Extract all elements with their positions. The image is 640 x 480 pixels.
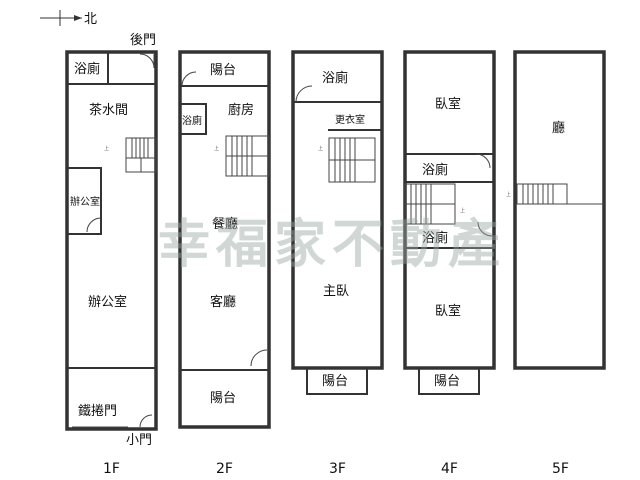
f1-floor-label: 1F — [103, 461, 120, 477]
f2-bath-wall — [179, 103, 207, 135]
f2-living-label: 客廳 — [210, 294, 236, 310]
f5-outer-wall — [513, 50, 606, 370]
watermark-logo: 幸福家不動產 — [158, 215, 506, 275]
f1-outer-wall — [65, 50, 158, 431]
f4-balcony-label: 陽台 — [434, 374, 460, 389]
svg-text:上: 上 — [214, 145, 219, 152]
f2-balcony-door — [181, 71, 197, 87]
f1-back-door-swing — [139, 53, 155, 69]
f3-balcony-wall — [306, 367, 368, 395]
svg-text:上: 上 — [460, 207, 465, 214]
f1-office-label: 辦公室 — [88, 294, 127, 310]
f2-floor-label: 2F — [216, 461, 233, 477]
f1-stairs: 上 — [104, 137, 157, 173]
f3-bath-door — [295, 85, 313, 103]
f3-outer-wall — [291, 50, 384, 370]
f1-small-office-wall — [66, 167, 102, 235]
f4-bath2-label: 浴廁 — [422, 230, 448, 246]
f1-small-office-door — [86, 217, 102, 233]
f5-floor-label: 5F — [552, 461, 569, 477]
svg-text:上: 上 — [318, 145, 323, 152]
f4-bedroom-top-label: 臥室 — [435, 96, 461, 112]
f3-floor-label: 3F — [329, 461, 346, 477]
f1-small-door-label: 小門 — [126, 433, 152, 448]
svg-text:上: 上 — [506, 191, 511, 198]
f2-front-door — [250, 349, 268, 367]
f3-bath-label: 浴廁 — [322, 70, 348, 86]
f4-bath2-door — [477, 221, 493, 237]
compass: 北 — [40, 10, 97, 27]
f1-bath-label: 浴廁 — [74, 61, 100, 77]
f2-kitchen-label: 廚房 — [228, 102, 254, 118]
f4-bath1-door — [475, 153, 491, 169]
f3-master-label: 主臥 — [323, 284, 349, 299]
f1-back-door-label: 後門 — [130, 33, 156, 48]
f2-balcony-bottom-label: 陽台 — [210, 391, 236, 406]
compass-arrow-icon — [74, 15, 82, 21]
f1-small-office-label: 辦公室 — [70, 195, 100, 208]
f2-stairs: 上 — [214, 135, 270, 177]
f2-dining-label: 餐廳 — [212, 216, 238, 232]
f2-balcony-top-label: 陽台 — [210, 63, 236, 78]
f4-balcony-wall — [418, 367, 480, 395]
floor-5f: 上 廳 5F — [506, 50, 606, 477]
floor-3f: 上 浴廁 更衣室 主臥 陽台 3F — [291, 50, 384, 477]
f3-stairs: 上 — [318, 137, 376, 183]
compass-label: 北 — [84, 12, 97, 27]
f2-outer-wall — [178, 50, 271, 429]
f3-closet-label: 更衣室 — [335, 113, 365, 126]
f4-bedroom-bottom-label: 臥室 — [435, 303, 461, 319]
f5-stairs: 上 — [506, 183, 568, 205]
f4-stairs: 上 — [404, 183, 465, 225]
f4-floor-label: 4F — [441, 461, 458, 477]
f4-bath1-label: 浴廁 — [422, 162, 448, 178]
f1-tea-room-label: 茶水間 — [89, 102, 128, 118]
svg-text:上: 上 — [104, 145, 109, 152]
floor-4f: 上 臥室 浴廁 浴廁 臥室 陽台 4F — [403, 50, 496, 477]
f1-rolling-door-label: 鐵捲門 — [78, 403, 117, 419]
f2-bath-label: 浴廁 — [182, 114, 202, 127]
floor-1f: 上 浴廁 後門 茶水間 辦公室 辦公室 鐵捲門 小門 1F — [65, 33, 158, 477]
floor-2f: 上 陽台 廚房 浴廁 餐廳 客廳 陽台 2F — [178, 50, 271, 477]
f5-hall-label: 廳 — [552, 120, 565, 136]
f3-balcony-label: 陽台 — [322, 374, 348, 389]
f1-small-door-swing — [139, 414, 153, 428]
